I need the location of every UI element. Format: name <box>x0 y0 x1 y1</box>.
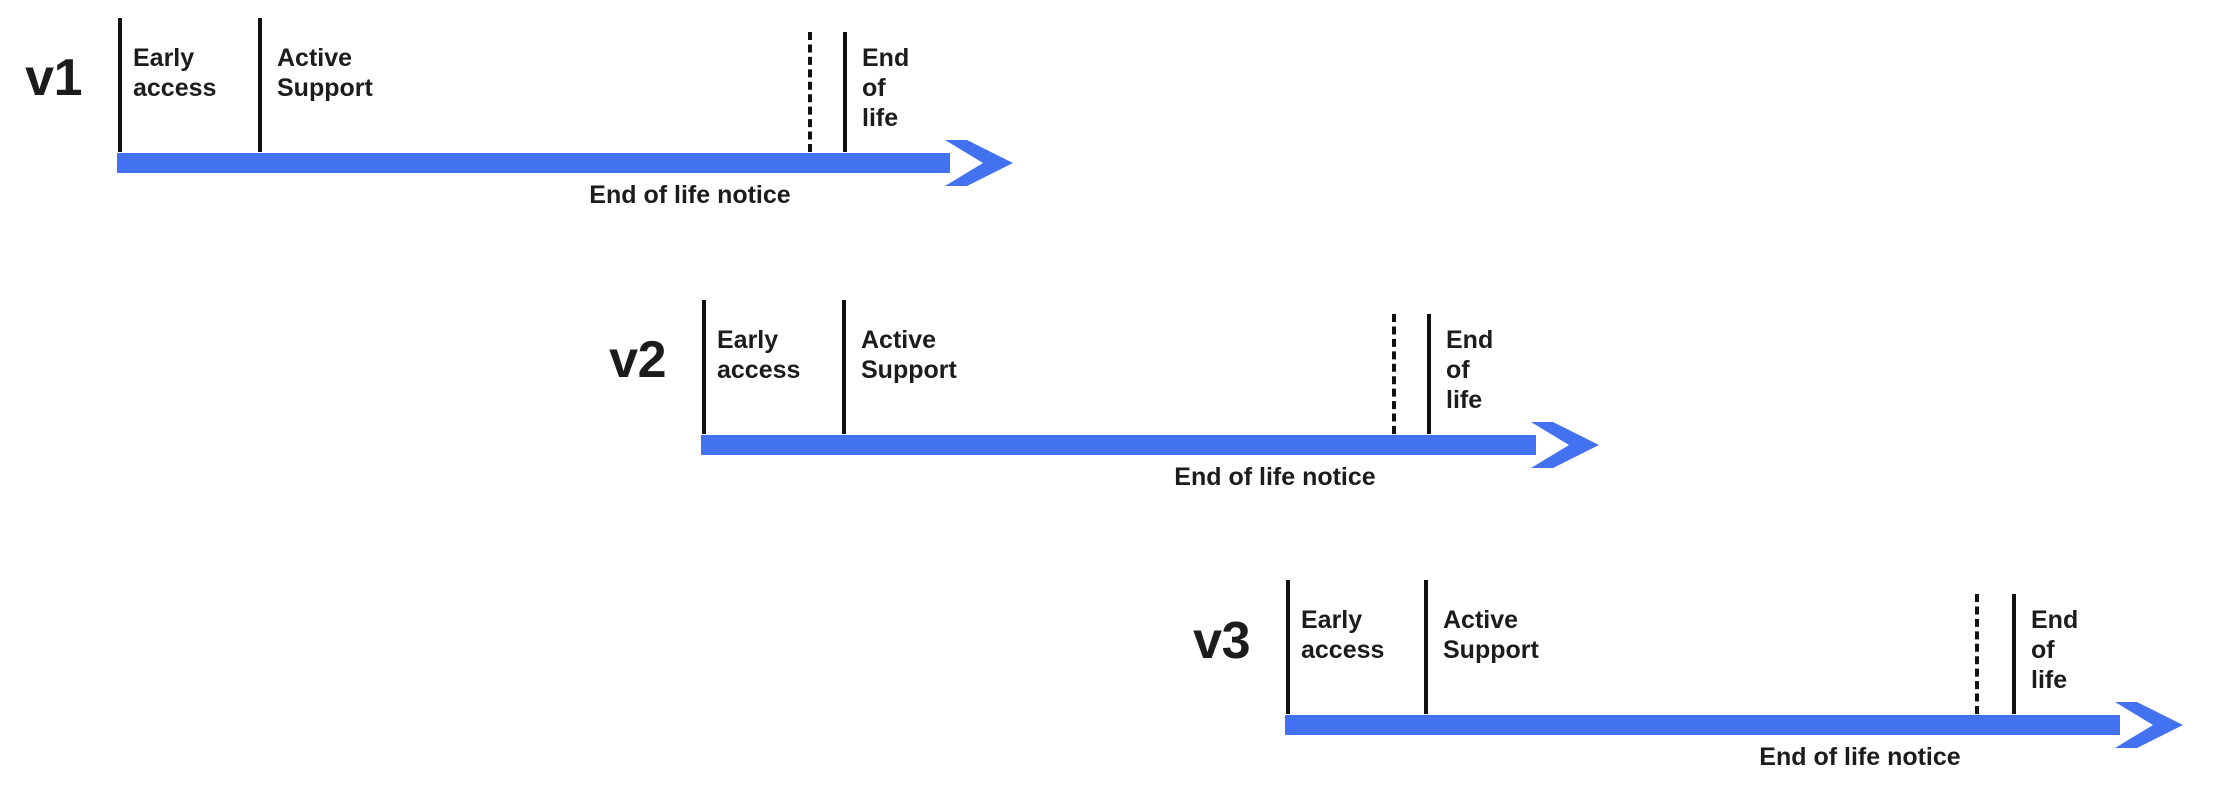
divider-early-access-start-v3 <box>1286 580 1290 714</box>
divider-end-of-life-start-v1 <box>843 32 847 152</box>
divider-end-of-life-notice-v1 <box>808 32 812 152</box>
divider-end-of-life-start-v3 <box>2012 594 2016 714</box>
notice-label-v3: End of life notice <box>1759 743 1961 771</box>
timeline-arrow-v3 <box>1285 702 2187 748</box>
phase-label-active-support-v1: Active Support <box>277 44 373 102</box>
divider-early-access-start-v1 <box>118 18 122 152</box>
timeline-arrow-v2 <box>701 422 1603 468</box>
version-label-v2: v2 <box>609 331 666 389</box>
phase-label-active-support-v2: Active Support <box>861 326 957 384</box>
phase-label-early-access-v1: Early access <box>133 44 217 102</box>
phase-label-end-of-life-v1: End of life <box>862 44 910 132</box>
version-label-v1: v1 <box>25 49 82 107</box>
divider-end-of-life-start-v2 <box>1427 314 1431 434</box>
notice-label-v1: End of life notice <box>589 181 791 209</box>
divider-end-of-life-notice-v3 <box>1975 594 1979 714</box>
phase-label-early-access-v2: Early access <box>717 326 801 384</box>
phase-label-active-support-v3: Active Support <box>1443 606 1539 664</box>
phase-label-end-of-life-v3: End of life <box>2031 606 2079 694</box>
divider-active-support-start-v1 <box>258 18 262 152</box>
version-label-v3: v3 <box>1193 612 1250 670</box>
divider-end-of-life-notice-v2 <box>1392 314 1396 434</box>
divider-active-support-start-v2 <box>842 300 846 434</box>
notice-label-v2: End of life notice <box>1174 463 1376 491</box>
phase-label-end-of-life-v2: End of life <box>1446 326 1494 414</box>
timeline-arrow-v1 <box>117 140 1017 186</box>
phase-label-early-access-v3: Early access <box>1301 606 1385 664</box>
divider-early-access-start-v2 <box>702 300 706 434</box>
divider-active-support-start-v3 <box>1424 580 1428 714</box>
